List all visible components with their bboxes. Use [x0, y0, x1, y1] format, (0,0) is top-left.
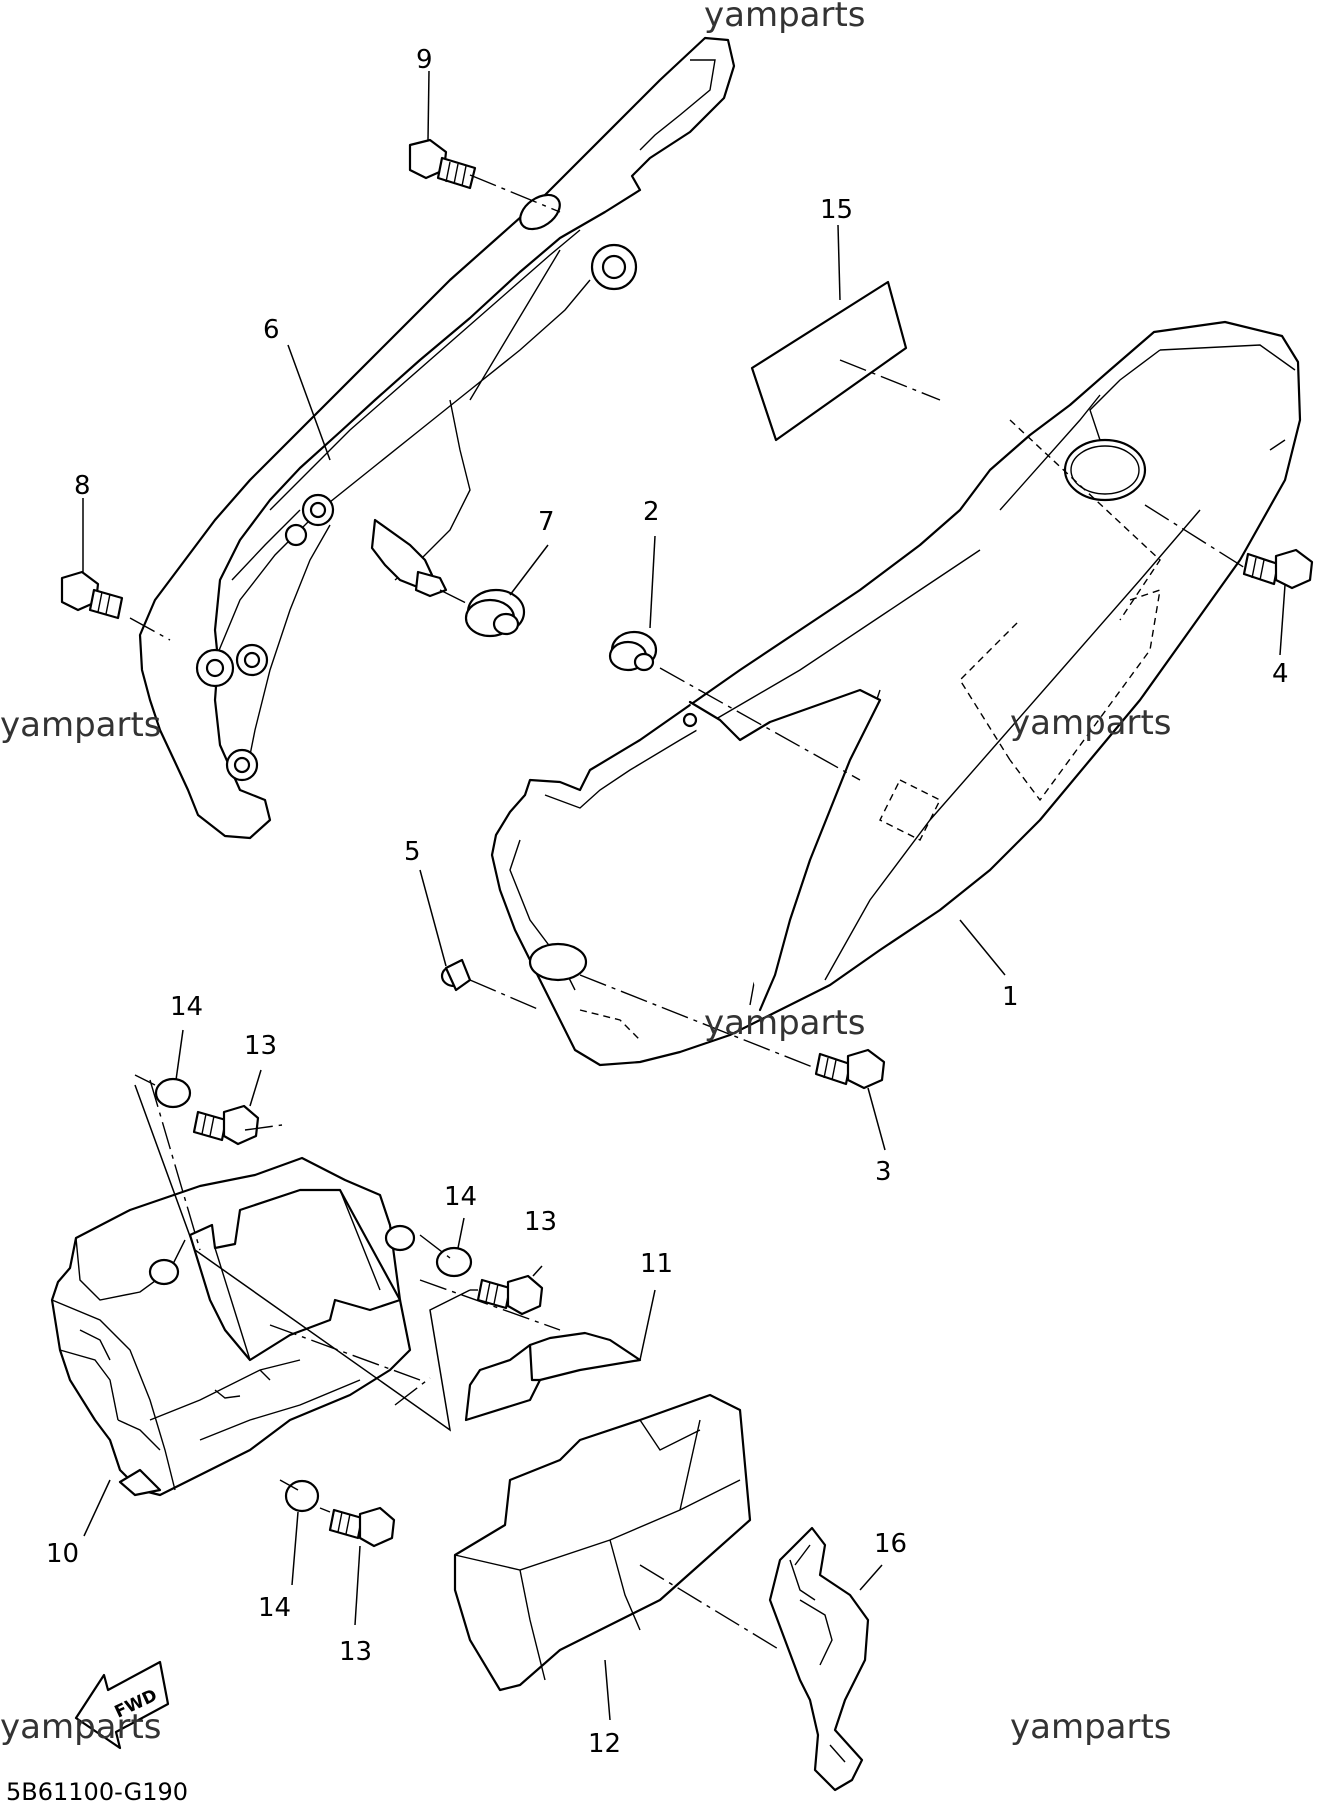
watermark-top: yamparts: [704, 0, 866, 35]
part-14-washer-mid: [435, 1246, 473, 1278]
callout-7: 7: [538, 507, 555, 537]
part-12-cover: [453, 1393, 752, 1692]
fwd-arrow-icon: FWD: [74, 1660, 170, 1750]
watermark-right: yamparts: [1010, 703, 1172, 743]
watermark-left: yamparts: [0, 705, 162, 745]
diagram-code: 5B61100-G190: [6, 1778, 188, 1806]
callout-leaders: [82, 70, 1286, 1721]
part-5-collar: [440, 958, 472, 992]
part-10-battery-box: [50, 1156, 416, 1497]
part-4-bolt: [1242, 548, 1314, 590]
callout-13-top: 13: [244, 1031, 277, 1061]
callout-15: 15: [820, 195, 853, 225]
part-6-side-bracket: [138, 36, 736, 840]
callout-1: 1: [1002, 982, 1019, 1012]
callout-14-top: 14: [170, 992, 203, 1022]
watermark-bottom-right: yamparts: [1010, 1707, 1172, 1747]
part-11-pad: [464, 1331, 642, 1422]
part-15-label: [750, 280, 908, 442]
part-13-bolt-mid: [476, 1274, 544, 1316]
part-8-bolt: [60, 570, 124, 620]
part-1-side-cover: [490, 320, 1302, 1067]
callout-16: 16: [874, 1529, 907, 1559]
callout-numbers: 9 6 8 7 2 15 4 5 1 3 14 13 14 13 11 10 1…: [46, 45, 1289, 1759]
callout-3: 3: [875, 1157, 892, 1187]
part-13-bolt-top: [192, 1104, 260, 1146]
watermarks: yamparts yamparts yamparts yamparts yamp…: [0, 0, 1172, 1747]
part-3-bolt: [814, 1048, 886, 1090]
part-7-grommet: [464, 588, 526, 638]
callout-2: 2: [643, 497, 660, 527]
assembly-centerlines: [129, 174, 1246, 1651]
callout-4: 4: [1272, 659, 1289, 689]
callout-6: 6: [263, 315, 280, 345]
callout-10: 10: [46, 1539, 79, 1569]
watermark-center: yamparts: [704, 1003, 866, 1043]
callout-13-mid: 13: [524, 1207, 557, 1237]
watermark-bottom-left: yamparts: [0, 1707, 162, 1747]
part-2-grommet: [608, 630, 658, 672]
callout-9: 9: [416, 45, 433, 75]
callout-5: 5: [404, 837, 421, 867]
part-9-bolt: [408, 138, 477, 190]
part-13-bolt-bottom: [328, 1506, 396, 1548]
callout-8: 8: [74, 471, 91, 501]
part-14-washer-top: [154, 1077, 192, 1109]
callout-11: 11: [640, 1249, 673, 1279]
callout-12: 12: [588, 1729, 621, 1759]
callout-14-mid: 14: [444, 1182, 477, 1212]
part-16-clamp: [768, 1526, 870, 1792]
callout-13-bottom: 13: [339, 1637, 372, 1667]
callout-14-bottom: 14: [258, 1593, 291, 1623]
